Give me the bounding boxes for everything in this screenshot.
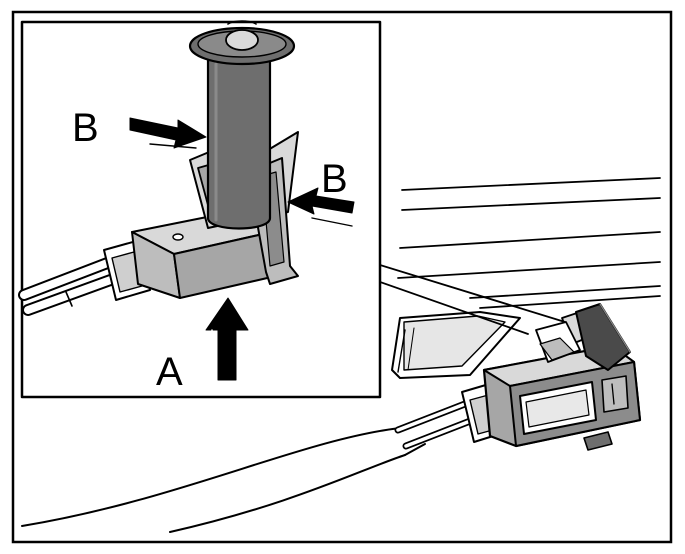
inset-detail: B B A <box>18 20 382 399</box>
label-b-right: B <box>321 157 348 201</box>
installed-connector <box>461 303 642 451</box>
arrow-a: A <box>156 297 249 394</box>
inset-post <box>188 20 296 230</box>
arrow-b-left: B <box>72 106 207 150</box>
trim-bracket <box>391 311 521 379</box>
wire-harness <box>21 398 482 533</box>
panel-lines <box>397 177 661 309</box>
inset-frame <box>20 20 382 399</box>
arrow-b-right: B <box>287 157 355 227</box>
main-scene <box>21 177 661 533</box>
label-b-left: B <box>72 106 99 150</box>
inset-cable <box>18 256 122 316</box>
label-a: A <box>156 350 183 394</box>
leader-lines <box>379 264 566 335</box>
